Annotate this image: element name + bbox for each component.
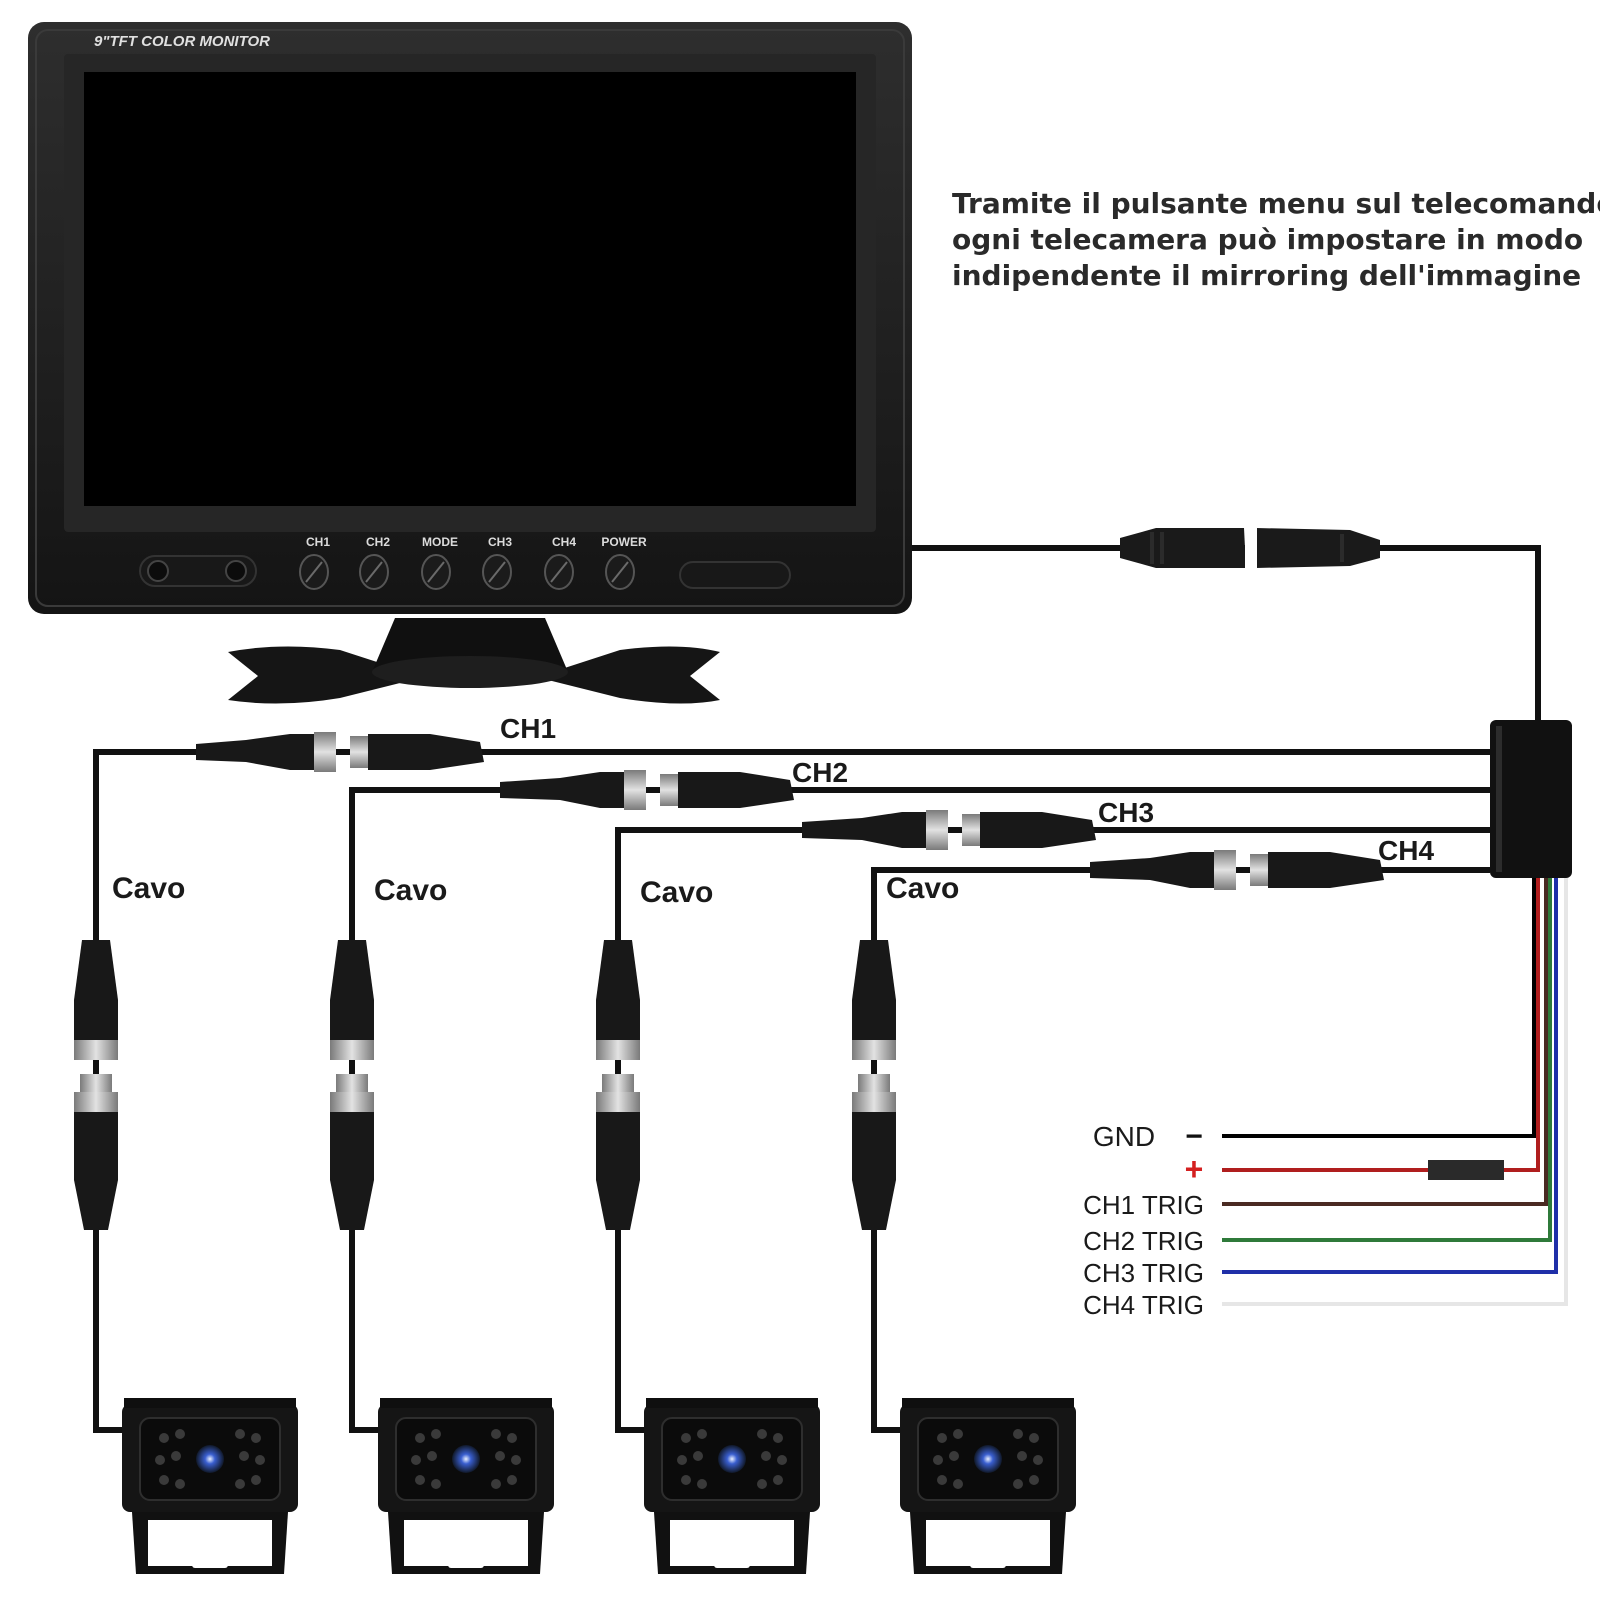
- camera-connector-4: [852, 940, 896, 1230]
- cable-label-2: Cavo: [374, 874, 447, 907]
- monitor-button-label: MODE: [422, 535, 458, 549]
- camera-3: [644, 1398, 820, 1574]
- camera-connector-1: [74, 940, 118, 1230]
- cable-label-3: Cavo: [640, 876, 713, 909]
- camera-2: [378, 1398, 554, 1574]
- description-line: ogni telecamera può impostare in modo: [952, 223, 1584, 256]
- camera-lens-icon: [718, 1445, 746, 1473]
- wire-ch2-trig: [1222, 878, 1552, 1242]
- wire-ch1-trig: [1222, 878, 1548, 1206]
- fuse-holder: [1428, 1160, 1504, 1180]
- camera-4: [900, 1398, 1076, 1574]
- ch2-label: CH2: [792, 757, 848, 788]
- ch2-inline-connector: [500, 770, 794, 810]
- monitor-button-ch3[interactable]: CH3: [482, 535, 512, 590]
- monitor-button-label: CH3: [488, 535, 512, 549]
- monitor-button-power[interactable]: POWER: [601, 535, 647, 590]
- wire-label-ch1-trig: CH1 TRIG: [1083, 1190, 1204, 1220]
- monitor-button-label: CH1: [306, 535, 330, 549]
- plus-symbol-icon: +: [1185, 1151, 1204, 1187]
- cable-label-1: Cavo: [112, 872, 185, 905]
- monitor: 9"TFT COLOR MONITOR CH1 CH2 MODE: [28, 22, 912, 704]
- camera-lens-icon: [974, 1445, 1002, 1473]
- wire-gnd: [1222, 878, 1536, 1138]
- camera-connector-3: [596, 940, 640, 1230]
- minus-symbol-icon: −: [1185, 1120, 1203, 1153]
- ch1-inline-connector: [196, 732, 484, 772]
- wire-label-ch4-trig: CH4 TRIG: [1083, 1290, 1204, 1320]
- monitor-button-label: POWER: [601, 535, 647, 549]
- monitor-brand-label: 9"TFT COLOR MONITOR: [94, 33, 270, 50]
- monitor-button-ch1[interactable]: CH1: [299, 535, 330, 590]
- monitor-button-label: CH4: [552, 535, 576, 549]
- description-line: Tramite il pulsante menu sul telecomando…: [952, 187, 1600, 220]
- monitor-button-ch2[interactable]: CH2: [359, 535, 390, 590]
- wire-ch4-trig: [1222, 878, 1568, 1306]
- wire-label-ch3-trig: CH3 TRIG: [1083, 1258, 1204, 1288]
- main-cable: [912, 524, 1541, 720]
- camera-lens-icon: [452, 1445, 480, 1473]
- ch4-inline-connector: [1090, 850, 1384, 890]
- monitor-screen: [84, 72, 856, 506]
- camera-connector-2: [330, 940, 374, 1230]
- ch3-label: CH3: [1098, 797, 1154, 828]
- wire-ch3-trig: [1222, 878, 1558, 1274]
- camera-1: [122, 1398, 298, 1574]
- description-line: indipendente il mirroring dell'immagine: [952, 259, 1582, 292]
- monitor-stand: [228, 618, 720, 704]
- monitor-button-mode[interactable]: MODE: [421, 535, 458, 590]
- description-text: Tramite il pulsante menu sul telecomando…: [952, 186, 1600, 294]
- monitor-button-label: CH2: [366, 535, 390, 549]
- splitter-box: [1490, 720, 1572, 878]
- ch3-inline-connector: [802, 810, 1096, 850]
- monitor-button-ch4[interactable]: CH4: [544, 535, 576, 590]
- monitor-button-panel: CH1 CH2 MODE CH3 CH4: [299, 535, 647, 590]
- camera-lens-icon: [196, 1445, 224, 1473]
- main-cable-connector: [1120, 524, 1380, 572]
- wire-label-gnd: GND: [1093, 1121, 1155, 1152]
- cable-label-4: Cavo: [886, 872, 959, 905]
- wire-positive: [1222, 878, 1540, 1172]
- wire-label-ch2-trig: CH2 TRIG: [1083, 1226, 1204, 1256]
- power-wires: [1222, 878, 1568, 1306]
- ch1-label: CH1: [500, 713, 556, 744]
- ch4-label: CH4: [1378, 835, 1434, 866]
